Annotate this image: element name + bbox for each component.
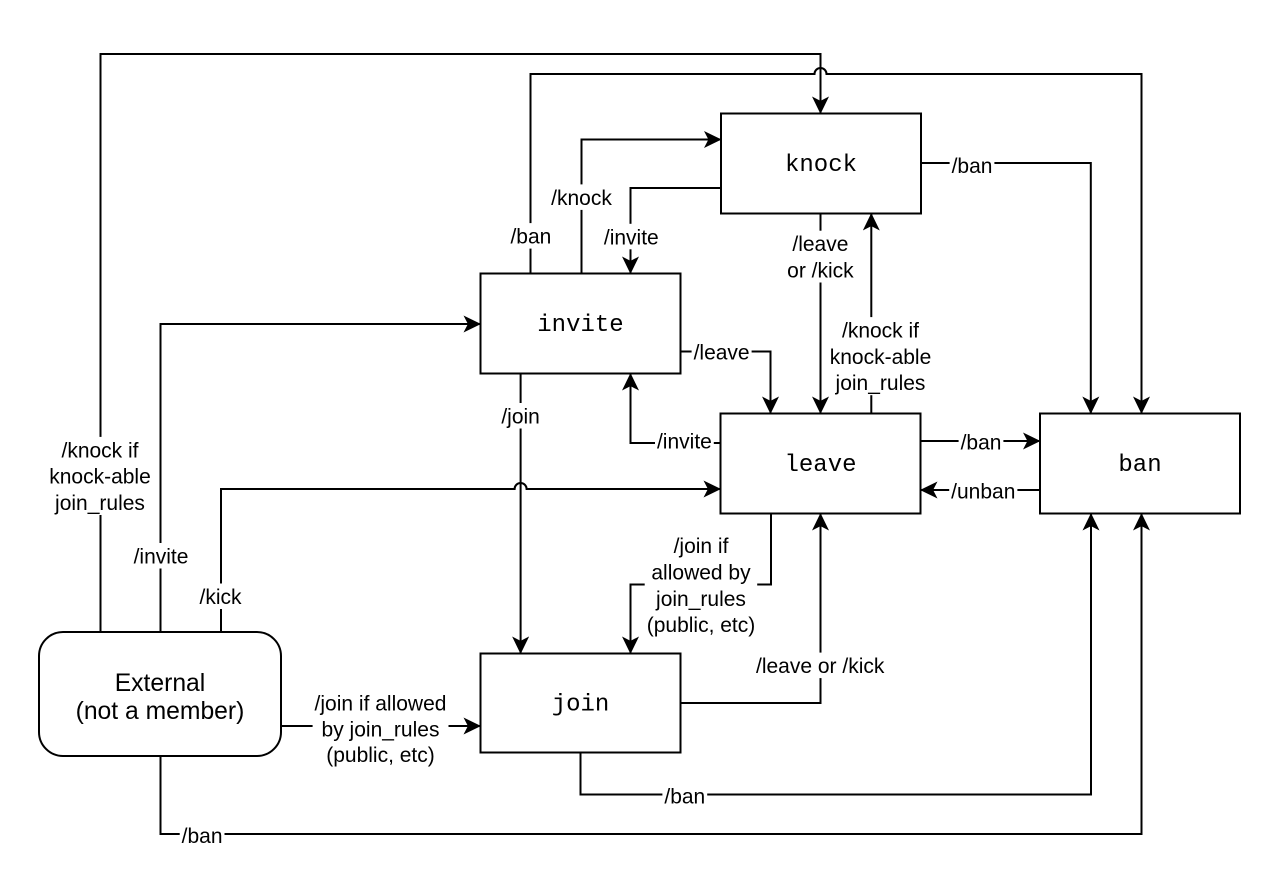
svg-text:/ban: /ban <box>664 785 705 808</box>
svg-text:/join if allowed: /join if allowed <box>315 693 447 716</box>
svg-text:/ban: /ban <box>510 226 551 249</box>
svg-text:/knock if: /knock if <box>842 320 919 343</box>
svg-text:join_rules: join_rules <box>835 372 926 395</box>
svg-text:join: join <box>552 692 610 719</box>
svg-text:/join: /join <box>501 406 540 429</box>
svg-text:/ban: /ban <box>182 825 223 848</box>
svg-text:/ban: /ban <box>961 432 1002 455</box>
svg-text:/leave: /leave <box>792 233 848 256</box>
svg-text:knock-able: knock-able <box>830 346 932 369</box>
svg-text:join_rules: join_rules <box>54 492 145 515</box>
svg-text:/invite: /invite <box>604 226 659 249</box>
svg-text:/leave or /kick: /leave or /kick <box>756 655 885 678</box>
svg-text:/join if: /join if <box>674 535 729 558</box>
svg-text:by join_rules: by join_rules <box>322 718 440 741</box>
svg-text:join_rules: join_rules <box>655 588 746 611</box>
svg-text:/kick: /kick <box>200 586 243 609</box>
svg-text:knock: knock <box>785 152 857 179</box>
svg-text:or /kick: or /kick <box>787 259 854 282</box>
svg-text:/knock if: /knock if <box>61 439 138 462</box>
svg-text:/leave: /leave <box>694 342 750 365</box>
svg-text:External: External <box>115 670 206 697</box>
svg-text:/unban: /unban <box>951 481 1015 504</box>
svg-text:/knock: /knock <box>551 187 612 210</box>
svg-text:(public, etc): (public, etc) <box>326 744 435 767</box>
svg-text:(not a member): (not a member) <box>76 698 245 725</box>
svg-text:ban: ban <box>1118 452 1161 479</box>
svg-text:knock-able: knock-able <box>49 466 151 489</box>
svg-text:allowed by: allowed by <box>651 562 751 585</box>
svg-text:/ban: /ban <box>952 155 993 178</box>
svg-text:/invite: /invite <box>657 431 712 454</box>
svg-text:/invite: /invite <box>134 546 189 569</box>
svg-text:leave: leave <box>784 452 856 479</box>
svg-text:(public, etc): (public, etc) <box>647 614 756 637</box>
svg-text:invite: invite <box>537 312 623 339</box>
